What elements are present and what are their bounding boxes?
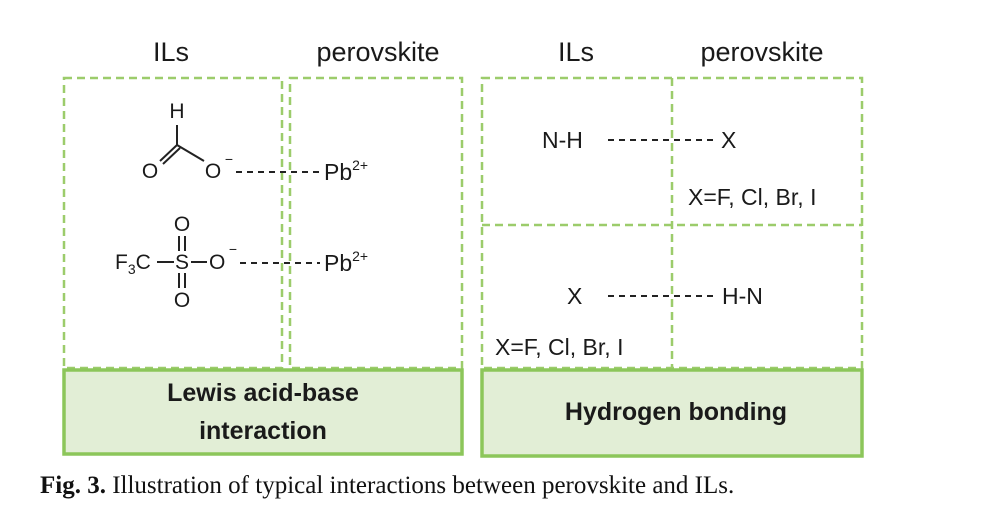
triflate-f3c: F3C — [115, 251, 151, 277]
header-right-perovskite: perovskite — [700, 37, 823, 67]
caption-label: Fig. 3. — [40, 472, 106, 499]
pb-cation-2: Pb2+ — [324, 248, 368, 276]
triflate-s: S — [175, 251, 189, 274]
hbond-top-note: X=F, Cl, Br, I — [688, 184, 816, 210]
triflate-o-top: O — [174, 213, 190, 236]
hbond-label: Hydrogen bonding — [565, 398, 787, 426]
formate-o-double: O — [142, 160, 158, 183]
lewis-perovskite-frame — [288, 76, 464, 370]
figure-caption: Fig. 3. Illustration of typical interact… — [40, 472, 990, 500]
formate-structure: H O O − — [142, 100, 233, 183]
triflate-structure: O F3C S O − O — [115, 213, 237, 312]
lewis-label-line2: interaction — [199, 417, 327, 445]
hbond-top-x: X — [721, 127, 736, 153]
header-right-ils: ILs — [558, 37, 594, 67]
formate-h: H — [169, 100, 184, 123]
formate-charge: − — [225, 151, 233, 167]
hbond-top-nh: N-H — [542, 127, 583, 153]
caption-text: Illustration of typical interactions bet… — [105, 472, 735, 499]
header-left-perovskite: perovskite — [316, 37, 439, 67]
hbond-bottom-note: X=F, Cl, Br, I — [495, 334, 623, 360]
hbond-bottom-x: X — [567, 283, 582, 309]
lewis-ils-frame — [62, 76, 284, 370]
triflate-charge: − — [229, 241, 237, 257]
lewis-panel: H O O − Pb2+ O F3C S O − O Pb2+ — [62, 76, 464, 456]
hbond-bottom-hn: H-N — [722, 283, 763, 309]
lewis-label-box — [62, 368, 464, 456]
hbond-label-box — [480, 368, 864, 458]
hbond-panel: N-H X X=F, Cl, Br, I X H-N X=F, Cl, Br, … — [480, 76, 864, 458]
lewis-label-line1: Lewis acid-base — [167, 379, 359, 407]
pb-cation-1: Pb2+ — [324, 157, 368, 185]
header-left-ils: ILs — [153, 37, 189, 67]
triflate-o-bottom: O — [174, 289, 190, 312]
triflate-o-minus: O — [209, 251, 225, 274]
formate-o-minus: O — [205, 160, 221, 183]
